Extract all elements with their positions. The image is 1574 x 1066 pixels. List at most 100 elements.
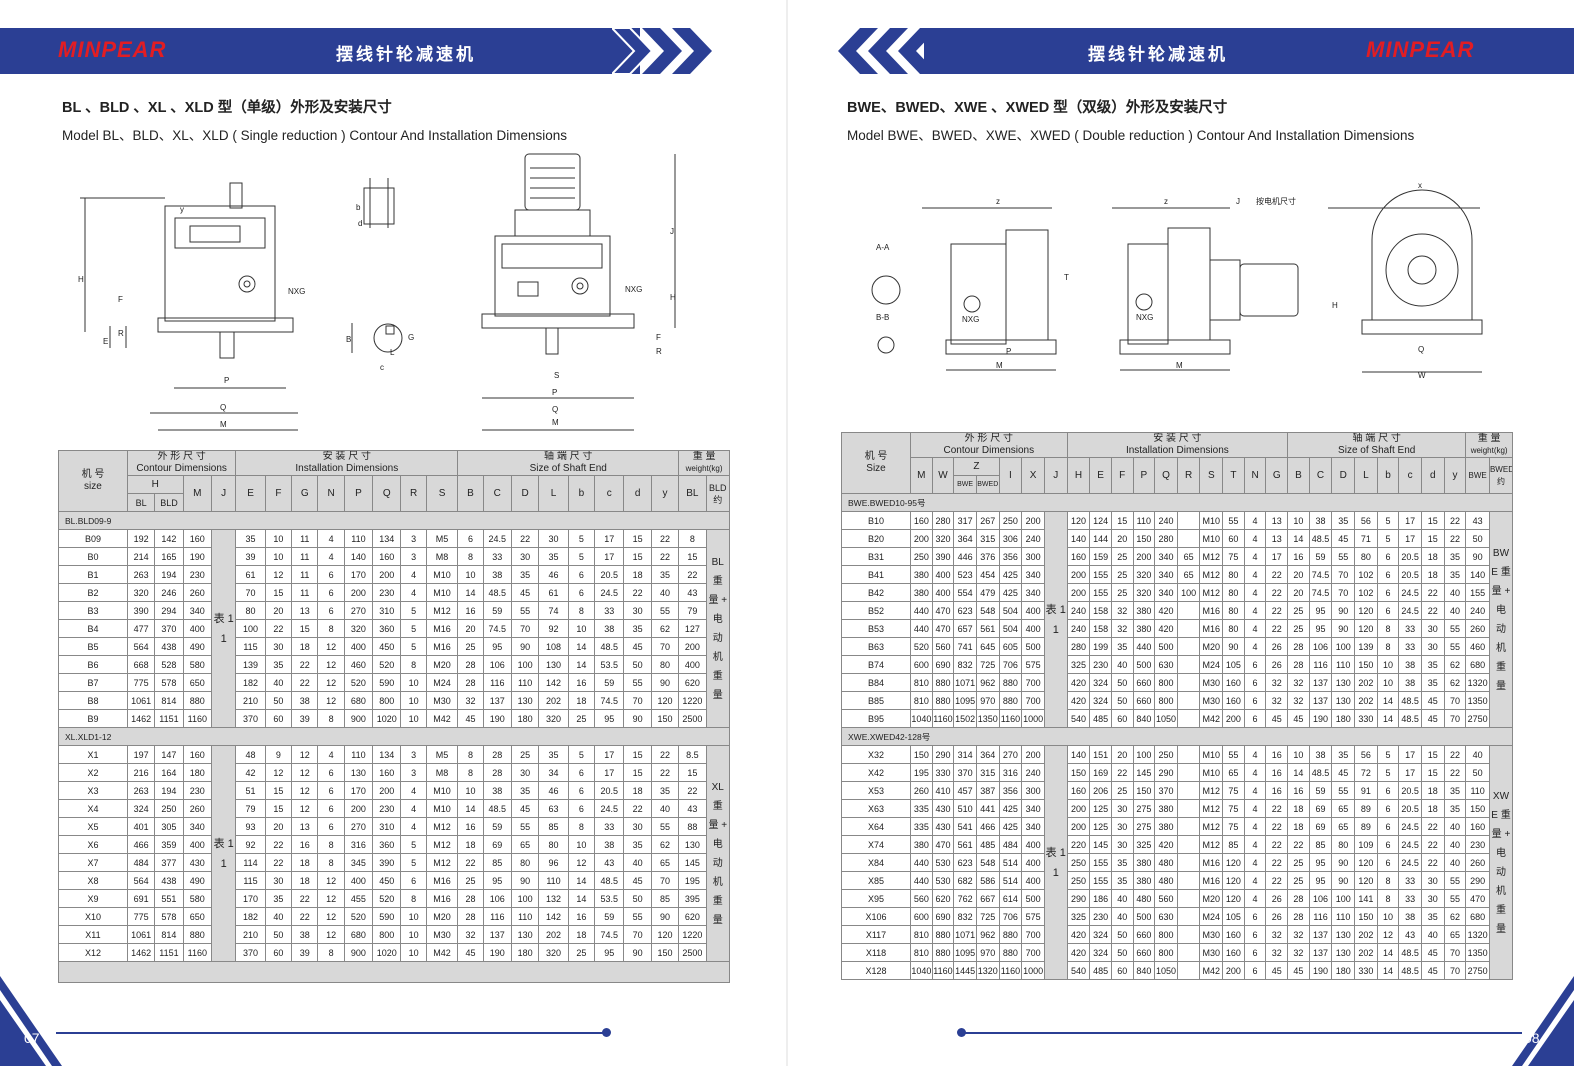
table-cell: 38: [1308, 511, 1333, 530]
table-cell: 106: [1308, 637, 1333, 656]
table-cell: 15: [291, 619, 319, 638]
model-cell: B3: [58, 601, 128, 620]
table-cell: 38: [594, 835, 625, 854]
table-cell: 22: [650, 529, 680, 548]
table-cell: 38: [482, 781, 512, 800]
table-cell: M30: [1199, 673, 1224, 692]
table-cell: 70: [1443, 709, 1467, 728]
table-cell: 3: [400, 763, 427, 782]
table-cell: 200: [1066, 565, 1091, 584]
table-cell: [1176, 817, 1201, 836]
table-cell: 55: [623, 907, 652, 926]
left-page-number: 07: [24, 1030, 40, 1046]
table-cell: 26: [1265, 889, 1289, 908]
table-cell: 250: [1066, 871, 1091, 890]
table-cell: 380: [910, 835, 933, 854]
table-cell: 194: [154, 781, 184, 800]
svg-text:NXG: NXG: [962, 315, 979, 324]
table-cell: 55: [510, 817, 540, 836]
table-cell: 400: [1021, 871, 1045, 890]
table-cell: M10: [1199, 745, 1224, 764]
table-cell: 390: [372, 853, 402, 872]
table-cell: 70: [650, 637, 680, 656]
table-cell: M30: [425, 925, 459, 944]
table-cell: 134: [372, 745, 402, 764]
table-cell: 90: [1331, 871, 1356, 890]
table-cell: 55: [650, 601, 680, 620]
table-cell: 127: [678, 619, 707, 638]
table-cell: 12: [291, 799, 319, 818]
table-cell: 210: [235, 691, 266, 710]
table-cell: M16: [425, 619, 459, 638]
svg-text:Q: Q: [220, 403, 226, 412]
table-cell: 470: [1465, 889, 1490, 908]
table-cell: 110: [510, 907, 540, 926]
table-cell: M30: [1199, 691, 1224, 710]
table-cell: 200: [910, 529, 933, 548]
table-cell: 16: [291, 835, 319, 854]
table-cell: 840: [1132, 961, 1156, 980]
table-cell: 22: [1265, 601, 1289, 620]
table-cell: 1160: [182, 709, 212, 728]
table-cell: [1176, 799, 1201, 818]
table-cell: 4: [1243, 871, 1267, 890]
table-cell: 15: [264, 799, 293, 818]
table-cell: 8: [457, 547, 484, 566]
right-col-G: G: [1265, 457, 1289, 494]
table-cell: 623: [953, 853, 977, 872]
table-cell: 561: [953, 835, 977, 854]
table-cell: 75: [1222, 799, 1245, 818]
table-cell: 50: [264, 691, 293, 710]
table-cell: 290: [1465, 871, 1490, 890]
table-cell: 90: [623, 709, 652, 728]
table-cell: 340: [182, 601, 212, 620]
table-cell: 460: [343, 655, 374, 674]
table-cell: 17: [1398, 763, 1422, 782]
left-title-en: Model BL、BLD、XL、XLD ( Single reduction )…: [62, 128, 567, 143]
table-cell: 116: [482, 673, 512, 692]
table-cell: 700: [1021, 943, 1045, 962]
model-cell: B31: [840, 547, 912, 566]
table-cell: 370: [953, 763, 977, 782]
table-cell: 24.5: [1398, 601, 1422, 620]
table-cell: 12: [317, 637, 345, 656]
table-cell: 700: [1021, 691, 1045, 710]
table-cell: 38: [482, 565, 512, 584]
table-cell: 61: [538, 583, 569, 602]
table-cell: 1050: [1154, 961, 1178, 980]
table-cell: [1176, 907, 1201, 926]
table-cell: 425: [998, 817, 1023, 836]
table-cell: 485: [1089, 709, 1112, 728]
table-cell: 62: [1443, 655, 1467, 674]
table-cell: 13: [291, 817, 319, 836]
table-cell: 230: [1465, 835, 1490, 854]
table-cell: 6: [1243, 943, 1267, 962]
table-cell: 105: [1222, 655, 1245, 674]
table-cell: 400: [343, 637, 374, 656]
table-cell: 470: [931, 619, 955, 638]
table-cell: M16: [425, 637, 459, 656]
table-cell: 32: [1110, 601, 1134, 620]
right-col-W: W: [931, 457, 955, 494]
table-cell: 962: [975, 673, 1000, 692]
left-col-B: B: [457, 475, 484, 512]
table-cell: 660: [1132, 673, 1156, 692]
left-col-y: y: [650, 475, 680, 512]
table-cell: 190: [1308, 709, 1333, 728]
table-cell: 90: [650, 907, 680, 926]
table-cell: 6: [1243, 907, 1267, 926]
table-cell: 578: [154, 907, 184, 926]
table-cell: 457: [953, 781, 977, 800]
table-cell: 260: [1465, 853, 1490, 872]
table-cell: 250: [154, 799, 184, 818]
table-cell: 55: [1222, 745, 1245, 764]
table-cell: 6: [567, 583, 596, 602]
table-cell: 200: [1066, 583, 1091, 602]
table-cell: 4: [1243, 547, 1267, 566]
right-col-d: d: [1420, 457, 1445, 494]
table-cell: 523: [953, 565, 977, 584]
left-h-H: H: [126, 475, 184, 494]
